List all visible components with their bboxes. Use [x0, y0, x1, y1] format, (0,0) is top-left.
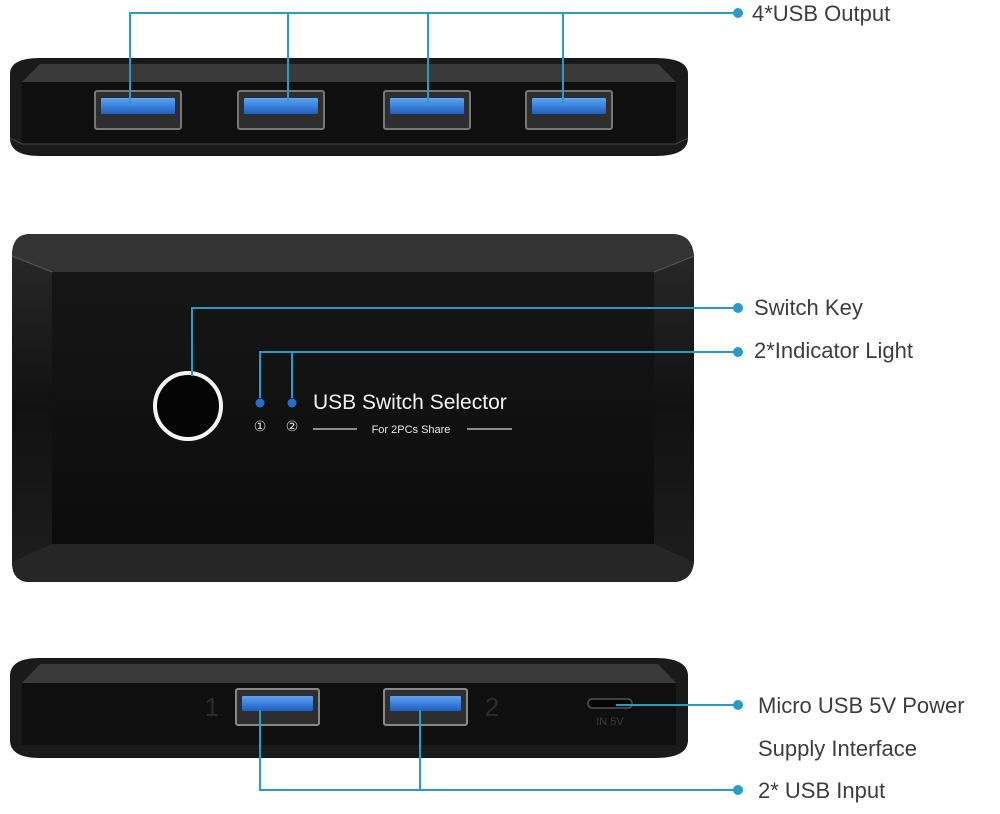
- power-port-label: IN 5V: [596, 716, 624, 728]
- device-title: USB Switch Selector: [313, 391, 507, 414]
- leader-dot: [733, 8, 743, 18]
- indicator-light-2: [287, 398, 297, 408]
- leader-dot: [733, 303, 743, 313]
- indicator-light-1: [255, 398, 265, 408]
- leader-dot: [733, 785, 743, 795]
- usb-output-port: [525, 90, 613, 130]
- port-number-2: 2: [485, 692, 499, 722]
- power-interface-label-line1: Micro USB 5V Power: [758, 693, 965, 718]
- leader-dot: [733, 347, 743, 357]
- top-device: [9, 58, 689, 156]
- device-subtitle: For 2PCs Share: [372, 424, 451, 436]
- usb-input-port: [383, 688, 468, 726]
- usb-output-label: 4*USB Output: [752, 1, 891, 26]
- switch-key-leader: [191, 307, 738, 376]
- port-number-1: 1: [205, 692, 219, 722]
- indicator-leader: [259, 351, 738, 398]
- indicator-label-1: ①: [254, 419, 267, 435]
- usb-output-leader: [129, 12, 738, 106]
- usb-input-leader: [259, 710, 738, 791]
- switch-key-button: [153, 371, 223, 441]
- indicator-label-2: ②: [286, 419, 299, 435]
- usb-output-port: [94, 90, 182, 130]
- indicator-light-label: 2*Indicator Light: [754, 338, 913, 363]
- usb-output-port: [383, 90, 471, 130]
- usb-output-port: [237, 90, 325, 130]
- usb-input-port: [235, 688, 320, 726]
- leader-dot: [733, 700, 743, 710]
- switch-key-label: Switch Key: [754, 295, 863, 320]
- power-interface-label-line2: Supply Interface: [758, 736, 917, 761]
- bottom-device: 1 2 IN 5V: [10, 658, 688, 758]
- middle-device: ① ② USB Switch Selector For 2PCs Share: [11, 234, 695, 582]
- micro-usb-power-port: [587, 698, 633, 709]
- usb-input-label: 2* USB Input: [758, 778, 886, 803]
